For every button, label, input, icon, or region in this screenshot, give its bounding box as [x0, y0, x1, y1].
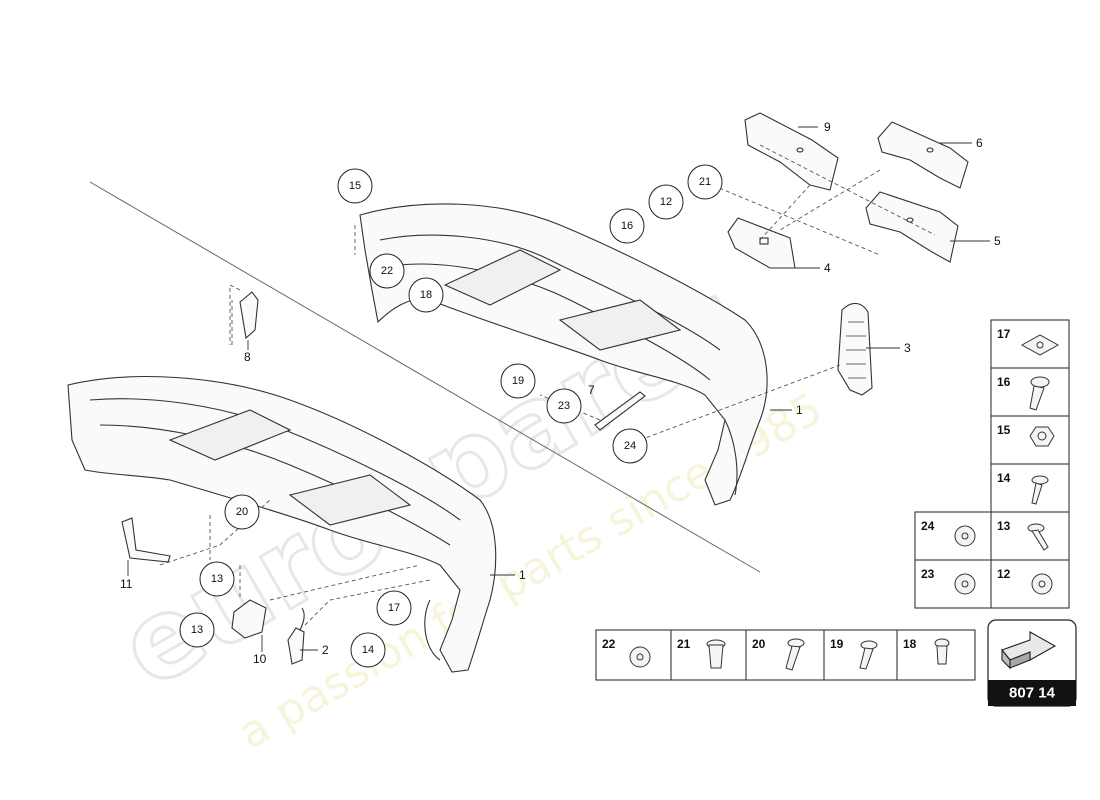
washer-icon: [954, 525, 976, 547]
part-3-grille: [837, 302, 873, 396]
washer-icon: [629, 646, 651, 668]
hw-label-14: 14: [997, 471, 1011, 485]
hardware-table-right: [914, 319, 1070, 609]
label-4: 4: [824, 261, 831, 275]
callout-16: 16: [609, 208, 645, 244]
hardware-icons-right: [954, 334, 1060, 595]
label-7: 7: [588, 383, 595, 397]
bolt-icon: [785, 638, 805, 671]
hardware-labels-bottom: 22 21 20 19 18: [602, 637, 917, 651]
part-4-bracket: [727, 217, 796, 269]
svg-text:15: 15: [349, 180, 361, 192]
part-7-strip: [594, 391, 646, 431]
svg-text:16: 16: [621, 220, 633, 232]
rivet-nut-icon: [706, 639, 726, 669]
lower-bumper: [67, 376, 497, 673]
callout-20: 20: [224, 494, 260, 530]
washer-icon: [954, 573, 976, 595]
hardware-icons-bottom: [629, 638, 950, 671]
part-2-sensor: [287, 607, 305, 665]
label-10: 10: [253, 652, 267, 666]
callout-22: 22: [369, 253, 405, 289]
hw-label-21: 21: [677, 637, 691, 651]
label-3: 3: [904, 341, 911, 355]
callout-21: 21: [687, 164, 723, 200]
direction-arrow-icon: [1001, 631, 1057, 670]
screw-icon: [1027, 523, 1049, 551]
hw-label-19: 19: [830, 637, 844, 651]
bolt-icon: [934, 638, 950, 665]
reference-box: 807 14: [987, 619, 1077, 707]
callout-15: 15: [337, 168, 373, 204]
svg-text:18: 18: [420, 289, 432, 301]
hw-label-12: 12: [997, 567, 1011, 581]
hw-label-20: 20: [752, 637, 766, 651]
svg-text:21: 21: [699, 176, 711, 188]
callout-13-upper: 13: [199, 561, 235, 597]
svg-text:19: 19: [512, 375, 524, 387]
callout-19: 19: [500, 363, 536, 399]
part-9-cover: [744, 112, 839, 191]
hw-label-18: 18: [903, 637, 917, 651]
callout-23: 23: [546, 388, 582, 424]
hw-label-22: 22: [602, 637, 616, 651]
hw-label-24: 24: [921, 519, 935, 533]
callout-18: 18: [408, 277, 444, 313]
part-8-bracket: [239, 291, 259, 340]
label-2: 2: [322, 643, 329, 657]
callout-24: 24: [612, 428, 648, 464]
hw-label-13: 13: [997, 519, 1011, 533]
screw-icon: [1031, 475, 1049, 505]
hw-label-15: 15: [997, 423, 1011, 437]
callout-14: 14: [350, 632, 386, 668]
hex-nut-icon: [1029, 426, 1055, 447]
part-11-bracket: [121, 517, 171, 563]
label-6: 6: [976, 136, 983, 150]
label-1-upper: 1: [796, 403, 803, 417]
callout-12: 12: [648, 184, 684, 220]
reference-code-bar: [988, 680, 1076, 706]
callout-17: 17: [376, 590, 412, 626]
screw-icon: [859, 640, 878, 670]
washer-icon: [1031, 573, 1053, 595]
svg-text:22: 22: [381, 265, 393, 277]
svg-text:12: 12: [660, 196, 672, 208]
svg-text:17: 17: [388, 602, 400, 614]
label-11: 11: [120, 577, 133, 591]
separator-line: [89, 181, 761, 573]
hw-label-17: 17: [997, 327, 1011, 341]
hw-label-16: 16: [997, 375, 1011, 389]
bolt-icon: [1029, 376, 1050, 411]
svg-text:13: 13: [211, 573, 223, 585]
part-labels: 9 6 5 4 3 1 7 8 11 1 10 2: [120, 120, 1001, 666]
label-1-lower: 1: [519, 568, 526, 582]
solid-leaders: [127, 126, 990, 652]
hardware-labels-right: 17 16 15 14 24 13 23 12: [921, 327, 1011, 581]
reference-code: 807 14: [1009, 685, 1056, 702]
part-10-bracket: [231, 599, 267, 639]
label-9: 9: [824, 120, 831, 134]
callouts: 15 22 18 16 12 21 19 23 24 20 13 13 17 1…: [179, 164, 723, 668]
callout-13-lower: 13: [179, 612, 215, 648]
clip-nut-icon: [1020, 334, 1060, 356]
svg-text:20: 20: [236, 506, 248, 518]
svg-text:23: 23: [558, 400, 570, 412]
part-6-cover: [877, 121, 969, 189]
hardware-table-bottom: [595, 629, 976, 681]
label-5: 5: [994, 234, 1001, 248]
svg-text:13: 13: [191, 624, 203, 636]
label-8: 8: [244, 350, 251, 364]
leader-lines: [159, 144, 936, 626]
svg-text:14: 14: [362, 644, 374, 656]
hw-label-23: 23: [921, 567, 935, 581]
upper-bumper: [359, 203, 768, 506]
part-5-cover: [865, 191, 959, 263]
svg-text:24: 24: [624, 440, 636, 452]
